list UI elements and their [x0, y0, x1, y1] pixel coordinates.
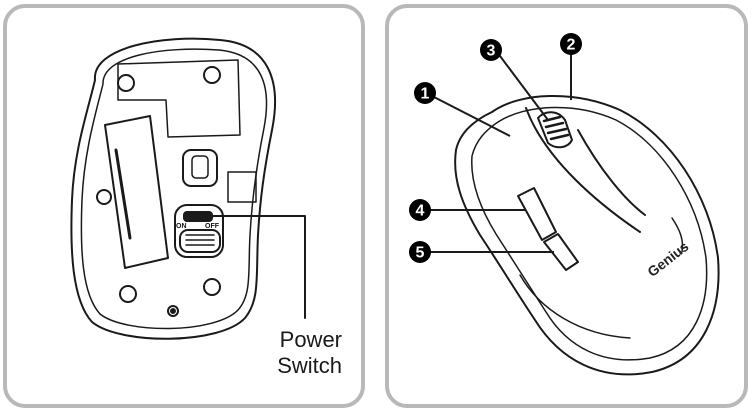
mouse-top-view: [454, 95, 720, 376]
side-button-forward: [517, 187, 557, 241]
callout-2: 2: [560, 33, 582, 55]
callout-5-number: 5: [416, 245, 425, 262]
foot-bottom-left: [119, 285, 137, 303]
foot-bottom-right: [203, 278, 221, 296]
screw: [167, 305, 179, 317]
power-switch-housing: [174, 204, 224, 258]
brand-logo: Genius: [644, 238, 691, 280]
mouse-bottom-inner: [80, 48, 268, 330]
right-button-seam: [577, 129, 646, 216]
cover-plate: [117, 59, 241, 138]
power-switch-label-line2: Switch: [277, 353, 342, 378]
callout-3: 3: [480, 39, 502, 61]
mouse-top-inner: [471, 106, 708, 361]
sensor-window: [191, 155, 209, 179]
callout-2-number: 2: [567, 37, 576, 54]
screw-center: [170, 308, 176, 314]
nano-receiver-slot: [179, 229, 221, 253]
power-switch-leader-line: [204, 215, 306, 319]
palm-contour: [519, 274, 631, 339]
label-area: [227, 171, 257, 203]
callout-1-number: 1: [421, 86, 430, 103]
callout-1: 1: [414, 82, 436, 104]
foot-top-right: [203, 66, 221, 84]
side-wheel-nub: [96, 189, 112, 205]
battery-door-slot: [114, 148, 132, 240]
callout-3-number: 3: [487, 43, 496, 60]
left-button-seam: [525, 107, 641, 233]
callout-4: 4: [409, 199, 431, 221]
mouse-bottom-view: [70, 37, 276, 340]
callout-1-leader: [431, 95, 511, 137]
switch-on-label: ON: [176, 223, 187, 230]
side-button-back: [543, 233, 579, 271]
mouse-bottom-outline: [70, 37, 276, 340]
sensor-housing: [182, 149, 218, 187]
brand-swoosh-icon: [671, 217, 684, 253]
mouse-top-outline: [454, 95, 720, 376]
foot-top-left: [117, 74, 135, 92]
callout-3-leader: [496, 51, 549, 121]
power-switch-label-line1: Power: [279, 327, 342, 352]
scroll-wheel-ridges: [542, 115, 570, 141]
switch-off-label: OFF: [205, 223, 220, 230]
callout-5: 5: [409, 241, 431, 263]
battery-door: [104, 115, 169, 269]
right-panel: [385, 4, 748, 408]
receiver-ridges: [185, 234, 215, 246]
power-switch-label: Power Switch: [236, 327, 342, 379]
callout-4-number: 4: [416, 203, 425, 220]
